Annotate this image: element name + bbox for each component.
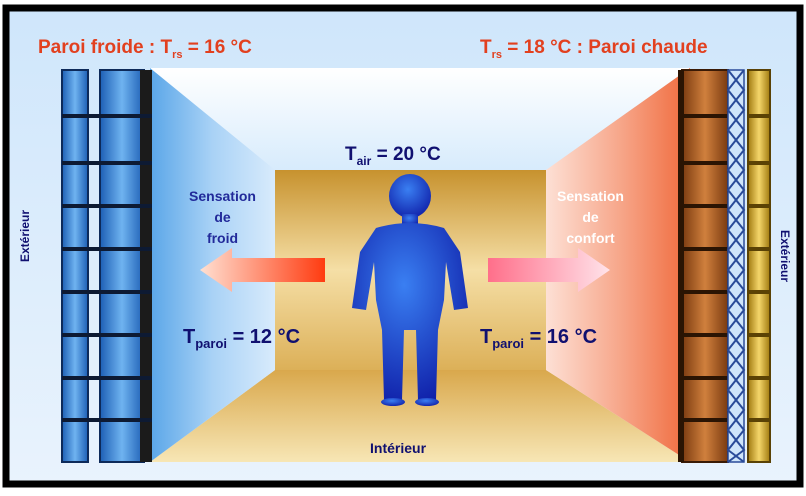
warm-wall-masonry bbox=[681, 69, 729, 463]
person-figure bbox=[352, 174, 468, 406]
warm-wall-temperature-label: Tparoi = 16 °C bbox=[480, 326, 598, 351]
cold-sensation-label: Sensation de froid bbox=[189, 188, 256, 246]
insulation-zigzag bbox=[726, 69, 746, 463]
insulation-zigzag-2 bbox=[726, 69, 746, 463]
comfort-sensation-label: Sensation de confort bbox=[557, 188, 624, 246]
warm-wall bbox=[546, 68, 690, 462]
cold-wall-outer-layer bbox=[61, 69, 89, 463]
warm-wall-edge bbox=[678, 70, 684, 462]
ceiling bbox=[150, 68, 690, 170]
warm-arrow bbox=[488, 248, 610, 292]
warm-wall-title: Trs = 18 °C : Paroi chaude bbox=[480, 37, 708, 61]
cold-wall-joints bbox=[62, 114, 152, 422]
interior-label: Intérieur bbox=[370, 440, 427, 456]
warm-wall-cladding bbox=[747, 69, 771, 463]
cold-arrow bbox=[200, 248, 325, 292]
cold-wall-inner-layer bbox=[99, 69, 145, 463]
cold-wall-edge bbox=[140, 70, 152, 462]
warm-wall-joints bbox=[682, 114, 728, 422]
exterior-label-left: Extérieur bbox=[18, 209, 32, 262]
exterior-label-right: Extérieur bbox=[778, 230, 792, 283]
floor bbox=[150, 370, 690, 462]
cold-wall-title: Paroi froide : Trs = 16 °C bbox=[38, 37, 252, 61]
cold-wall-temperature-label: Tparoi = 12 °C bbox=[183, 326, 301, 351]
air-temperature-label: Tair = 20 °C bbox=[345, 144, 441, 168]
cladding-joints bbox=[748, 114, 770, 422]
